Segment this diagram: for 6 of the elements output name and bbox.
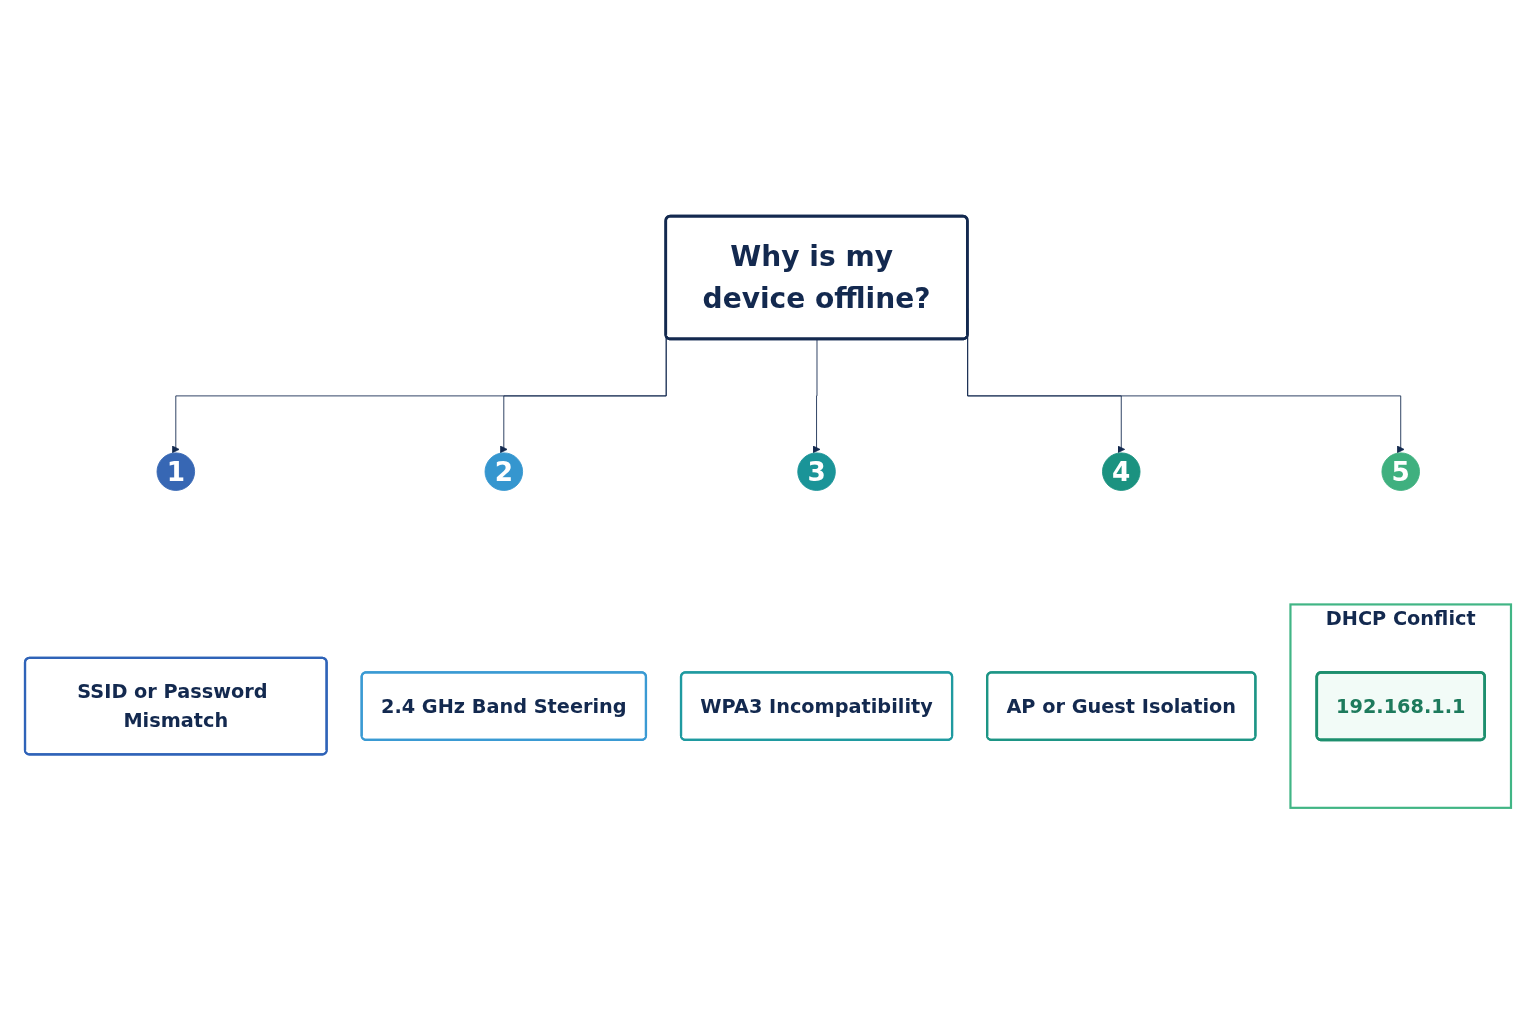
node-circle [156, 452, 196, 491]
node-circle [797, 452, 836, 491]
node-circle [1381, 452, 1420, 491]
node-circle [484, 452, 524, 491]
cluster [1289, 603, 1513, 809]
node-circle [1102, 452, 1141, 491]
